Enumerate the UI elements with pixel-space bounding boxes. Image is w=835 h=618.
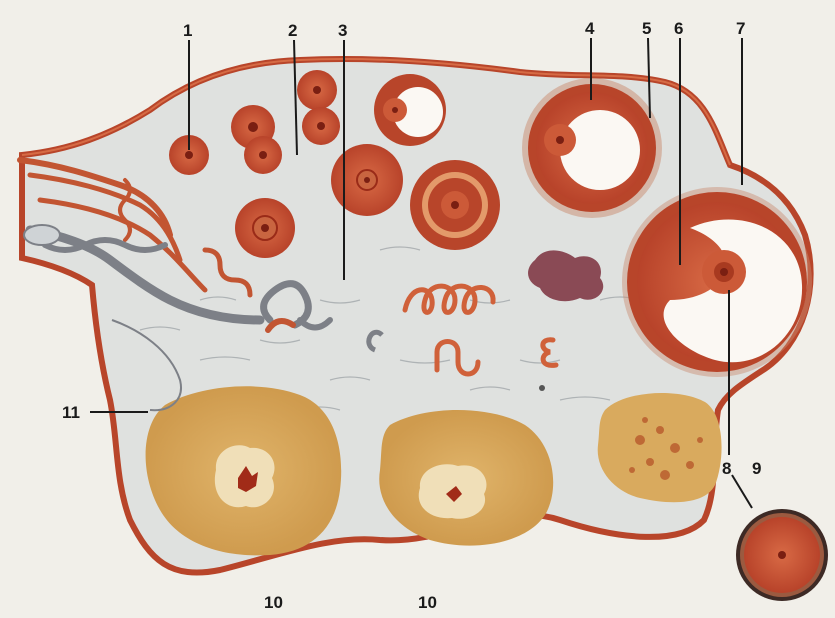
early-antral-follicle [374, 74, 446, 146]
corpus-luteum-right [379, 410, 553, 546]
growing-follicle [410, 160, 500, 250]
label-11: 11 [62, 404, 80, 421]
stroma-dot [539, 385, 545, 391]
mature-follicle [622, 187, 812, 377]
label-4: 4 [585, 20, 594, 37]
label-10-left: 10 [264, 594, 283, 611]
oocyte-nucleus [185, 151, 193, 159]
label-8-graafian: 8 [722, 460, 731, 477]
label-5: 5 [642, 20, 651, 37]
released-ovum [736, 509, 828, 601]
label-2: 2 [288, 22, 297, 39]
label-7: 7 [736, 20, 745, 37]
hilum-vessel-cut [24, 225, 60, 245]
secondary-follicle [331, 144, 403, 216]
label-3: 3 [338, 22, 347, 39]
label-1: 1 [183, 22, 192, 39]
corpus-luteum-degenerating [598, 393, 722, 502]
label-9: 9 [752, 460, 761, 477]
label-6: 6 [674, 20, 683, 37]
label-10-right: 10 [418, 594, 437, 611]
